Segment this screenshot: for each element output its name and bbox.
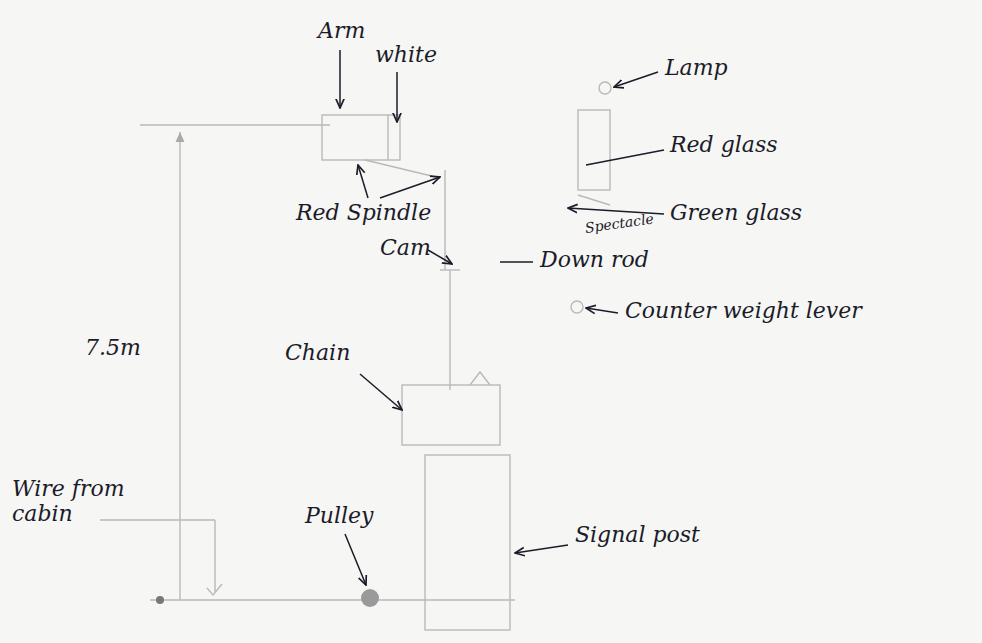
wire-end xyxy=(207,584,222,595)
down-rod xyxy=(449,270,450,390)
part-label: white xyxy=(375,42,437,67)
part-label: Cam xyxy=(380,235,431,260)
spectacle xyxy=(578,195,610,205)
counter-weight xyxy=(571,301,583,313)
part-label: Arm xyxy=(318,18,365,43)
leader-arrow xyxy=(586,308,618,313)
leader-arrow xyxy=(380,177,440,198)
part-label: Spectacle xyxy=(584,210,655,236)
cabin-wire xyxy=(214,520,215,592)
lamp xyxy=(599,82,611,94)
spindle-shaft xyxy=(444,170,445,270)
part-label: Red Spindle xyxy=(296,200,431,225)
chain xyxy=(402,385,500,445)
dimension-line xyxy=(179,132,180,600)
signal-post xyxy=(425,455,510,630)
part-label: Wire from cabin xyxy=(12,476,142,527)
part-label: Green glass xyxy=(670,200,802,225)
part-label: Pulley xyxy=(305,503,374,528)
leader-arrow xyxy=(360,374,402,410)
leader-arrow xyxy=(428,250,452,264)
spindle xyxy=(365,160,440,178)
part-label: Counter weight lever xyxy=(625,298,862,323)
ground-line xyxy=(150,599,515,600)
leader-line xyxy=(586,150,664,165)
pulley xyxy=(361,589,379,607)
red-glass xyxy=(578,110,610,190)
part-label: Red glass xyxy=(670,132,777,157)
leader-arrow xyxy=(515,545,568,553)
leader-arrow xyxy=(358,165,368,198)
leader-arrow xyxy=(339,50,341,108)
dimension-label: 7.5m xyxy=(85,335,141,360)
anchor-point xyxy=(156,596,164,604)
white-band xyxy=(387,115,388,160)
leader-arrow xyxy=(614,72,658,87)
part-label: Chain xyxy=(285,340,350,365)
leader-arrow xyxy=(345,534,366,585)
part-label: Signal post xyxy=(575,522,700,547)
leader-arrow xyxy=(396,72,398,122)
chain-link xyxy=(470,372,490,385)
extension-line xyxy=(140,124,330,125)
signal-arm xyxy=(322,115,400,160)
leader-line xyxy=(500,261,533,263)
part-label: Down rod xyxy=(540,247,649,272)
cabin-wire xyxy=(100,519,215,520)
part-label: Lamp xyxy=(665,55,728,80)
